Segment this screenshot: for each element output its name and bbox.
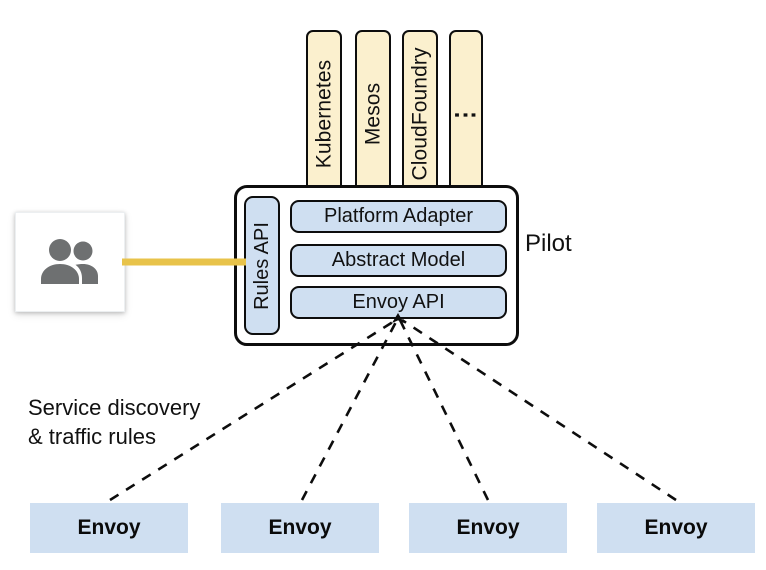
envoy-proxy-box: Envoy — [221, 503, 379, 553]
platform-bar-cloudfoundry: CloudFoundry — [402, 30, 438, 198]
platform-bar-more: ⋮ — [449, 30, 483, 198]
envoy-proxy-label: Envoy — [268, 516, 332, 539]
platform-bar-label: CloudFoundry — [408, 47, 432, 181]
platform-bar-label: ⋮ — [452, 101, 479, 127]
envoy-api-box: Envoy API — [290, 286, 507, 319]
envoy-link-3 — [398, 319, 490, 501]
envoy-proxy-box: Envoy — [597, 503, 755, 553]
envoy-proxy-box: Envoy — [30, 503, 188, 553]
platform-adapter-label: Platform Adapter — [324, 205, 473, 227]
rules-api-label: Rules API — [251, 221, 274, 310]
operator-card — [15, 212, 125, 312]
service-discovery-caption: Service discovery & traffic rules — [28, 393, 200, 451]
envoy-proxy-label: Envoy — [644, 516, 708, 539]
envoy-api-label: Envoy API — [352, 291, 445, 313]
platform-bar-kubernetes: Kubernetes — [306, 30, 342, 198]
abstract-model-label: Abstract Model — [331, 249, 466, 271]
caption-line-2: & traffic rules — [28, 424, 156, 449]
envoy-proxy-label: Envoy — [456, 516, 520, 539]
envoy-proxy-box: Envoy — [409, 503, 567, 553]
envoy-proxy-label: Envoy — [77, 516, 141, 539]
platform-bar-mesos: Mesos — [355, 30, 391, 198]
pilot-label: Pilot — [525, 230, 572, 257]
platform-bar-label: Mesos — [361, 82, 385, 146]
caption-line-1: Service discovery — [28, 395, 201, 420]
envoy-link-2 — [300, 319, 399, 501]
users-icon — [38, 239, 102, 285]
envoy-link-4 — [401, 318, 677, 502]
platform-adapter-box: Platform Adapter — [290, 200, 507, 233]
platform-bar-label: Kubernetes — [312, 59, 336, 169]
abstract-model-box: Abstract Model — [290, 244, 507, 277]
rules-api-box: Rules API — [244, 196, 280, 335]
